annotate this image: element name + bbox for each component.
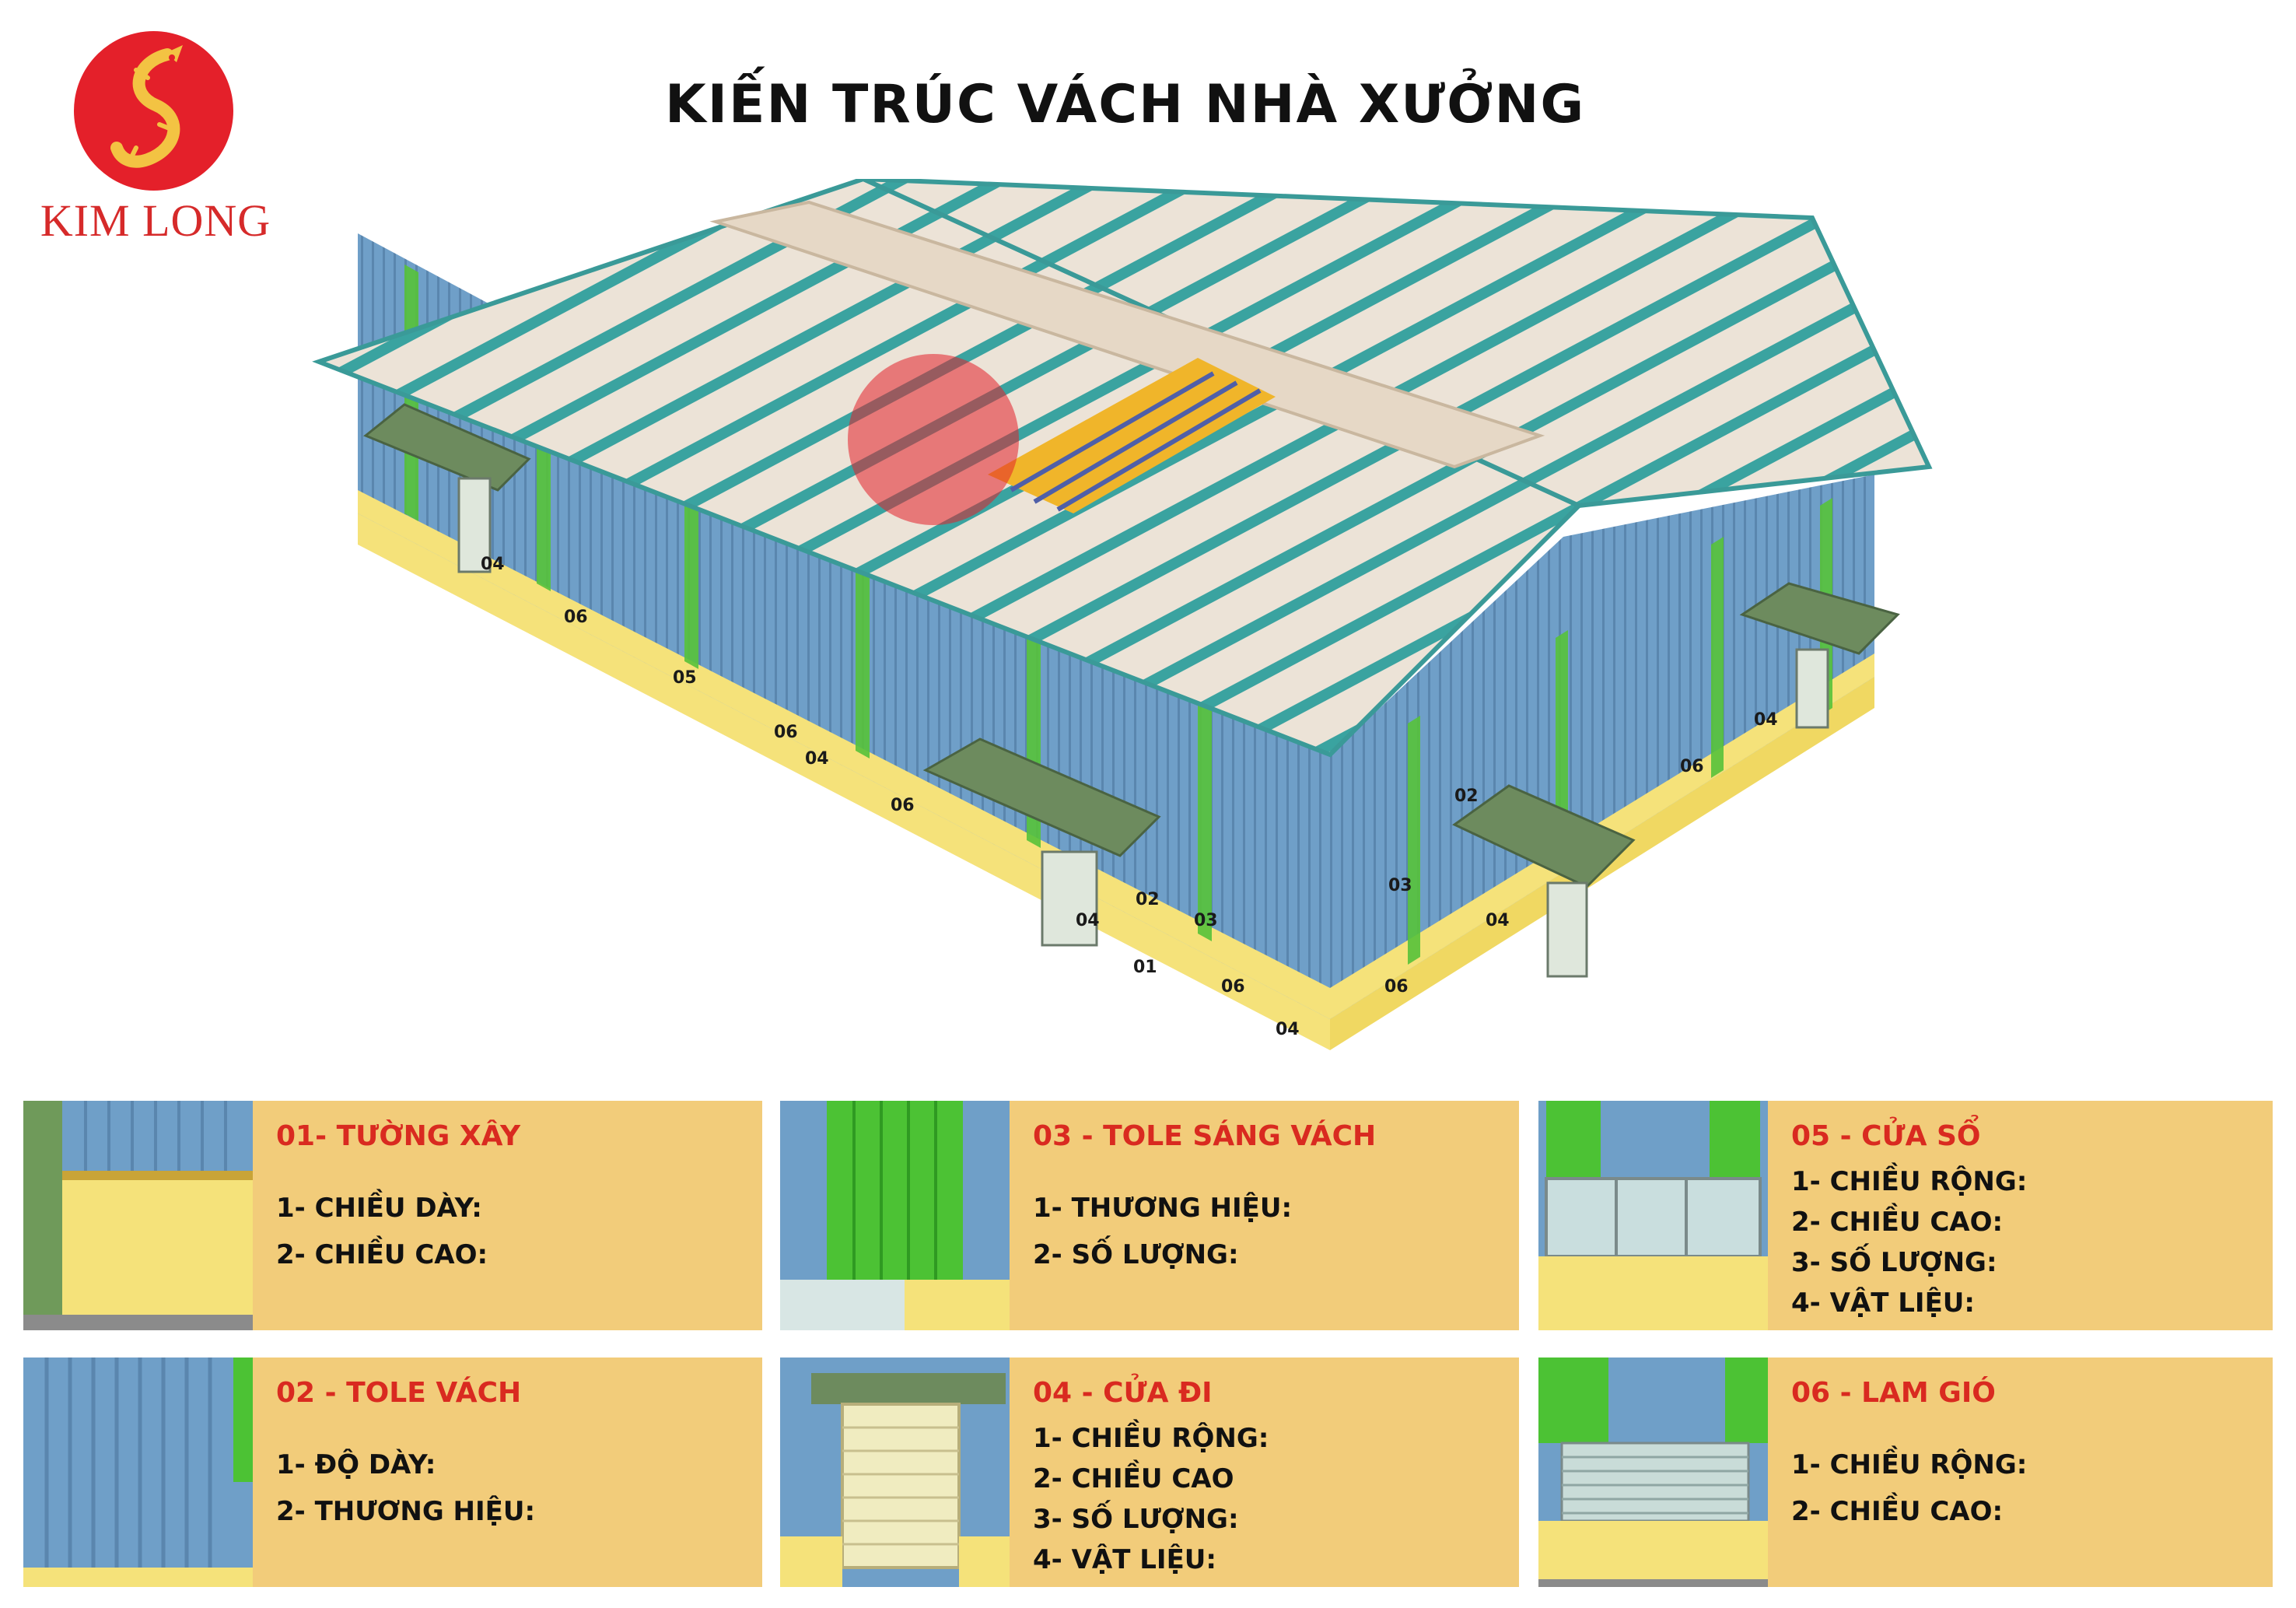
label-04f: 04 xyxy=(1754,710,1778,730)
spec-item: 4- VẬT LIỆU: xyxy=(1791,1287,1976,1319)
label-03a: 03 xyxy=(1194,911,1218,930)
thumb-skylight-sheet xyxy=(780,1101,1010,1330)
panel-06-louver: 06 - LAM GIÓ 1- CHIỀU RỘNG: 2- CHIỀU CAO… xyxy=(1538,1358,2273,1587)
brand-name: KIM LONG xyxy=(40,195,271,246)
spec-item: 3- SỐ LƯỢNG: xyxy=(1033,1504,1239,1535)
spec-list: 1- CHIỀU DÀY: 2- CHIỀU CAO: xyxy=(276,1185,488,1278)
label-02b: 02 xyxy=(1454,786,1479,806)
spec-item: 4- VẬT LIỆU: xyxy=(1033,1544,1217,1575)
label-06a: 06 xyxy=(564,608,588,627)
spec-list: 1- CHIỀU RỘNG: 2- CHIỀU CAO: xyxy=(1791,1442,2027,1535)
spec-item: 1- CHIỀU RỘNG: xyxy=(1791,1166,2028,1197)
label-06b: 06 xyxy=(774,723,798,742)
label-06f: 06 xyxy=(1680,757,1704,776)
spec-item: 1- CHIỀU RỘNG: xyxy=(1033,1423,1269,1454)
panel-title: 04 - CỬA ĐI xyxy=(1033,1377,1213,1409)
label-03b: 03 xyxy=(1388,876,1412,895)
thumb-brick-wall xyxy=(23,1101,253,1330)
label-04d: 04 xyxy=(1276,1020,1300,1039)
spec-item: 1- CHIỀU RỘNG: xyxy=(1791,1449,2028,1480)
spec-item: 2- CHIỀU CAO: xyxy=(1791,1207,2004,1238)
label-05: 05 xyxy=(673,668,697,688)
thumb-rolling-door xyxy=(780,1358,1010,1587)
panel-title: 06 - LAM GIÓ xyxy=(1791,1377,1996,1409)
label-02a: 02 xyxy=(1136,890,1160,909)
spec-list: 1- THƯƠNG HIỆU: 2- SỐ LƯỢNG: xyxy=(1033,1185,1292,1278)
spec-item: 1- CHIỀU DÀY: xyxy=(276,1193,482,1224)
spec-item: 2- CHIỀU CAO xyxy=(1033,1463,1234,1494)
panel-title: 01- TƯỜNG XÂY xyxy=(276,1120,521,1152)
page-title: KIẾN TRÚC VÁCH NHÀ XƯỞNG xyxy=(665,74,1586,135)
label-04b: 04 xyxy=(805,749,829,769)
panel-04-door: 04 - CỬA ĐI 1- CHIỀU RỘNG: 2- CHIỀU CAO … xyxy=(780,1358,1519,1587)
thumb-window xyxy=(1538,1101,1768,1330)
thumb-wall-sheet xyxy=(23,1358,253,1587)
factory-illustration: 04 06 05 06 04 06 04 02 03 01 06 04 02 0… xyxy=(296,176,2022,1089)
spec-item: 2- SỐ LƯỢNG: xyxy=(1033,1239,1239,1270)
panel-title: 05 - CỬA SỔ xyxy=(1791,1120,1981,1152)
spec-item: 2- CHIỀU CAO: xyxy=(276,1239,488,1270)
label-04e: 04 xyxy=(1486,911,1510,930)
thumb-louver xyxy=(1538,1358,1768,1587)
panel-title: 02 - TOLE VÁCH xyxy=(276,1377,522,1409)
label-06d: 06 xyxy=(1221,977,1245,997)
label-06e: 06 xyxy=(1384,977,1409,997)
logo-badge xyxy=(74,31,233,191)
panel-03-skylight: 03 - TOLE SÁNG VÁCH 1- THƯƠNG HIỆU: 2- S… xyxy=(780,1101,1519,1330)
spec-item: 1- THƯƠNG HIỆU: xyxy=(1033,1193,1293,1224)
brand-logo: KIM LONG xyxy=(31,31,280,246)
label-01: 01 xyxy=(1133,958,1157,977)
spec-item: 3- SỐ LƯỢNG: xyxy=(1791,1247,1997,1278)
panel-02-wall-sheet: 02 - TOLE VÁCH 1- ĐỘ DÀY: 2- THƯƠNG HIỆU… xyxy=(23,1358,762,1587)
spec-item: 2- CHIỀU CAO: xyxy=(1791,1496,2004,1527)
spec-item: 1- ĐỘ DÀY: xyxy=(276,1449,436,1480)
dragon-icon xyxy=(110,45,183,168)
spec-item: 2- THƯƠNG HIỆU: xyxy=(276,1496,536,1527)
label-04c: 04 xyxy=(1076,911,1100,930)
panel-05-window: 05 - CỬA SỔ 1- CHIỀU RỘNG: 2- CHIỀU CAO:… xyxy=(1538,1101,2273,1330)
panel-title: 03 - TOLE SÁNG VÁCH xyxy=(1033,1120,1377,1152)
spec-list: 1- ĐỘ DÀY: 2- THƯƠNG HIỆU: xyxy=(276,1442,535,1535)
spec-list: 1- CHIỀU RỘNG: 2- CHIỀU CAO 3- SỐ LƯỢNG:… xyxy=(1033,1418,1269,1580)
panel-01-wall: 01- TƯỜNG XÂY 1- CHIỀU DÀY: 2- CHIỀU CAO… xyxy=(23,1101,762,1330)
spec-list: 1- CHIỀU RỘNG: 2- CHIỀU CAO: 3- SỐ LƯỢNG… xyxy=(1791,1161,2027,1323)
label-06c: 06 xyxy=(891,796,915,815)
label-04a: 04 xyxy=(481,555,505,574)
